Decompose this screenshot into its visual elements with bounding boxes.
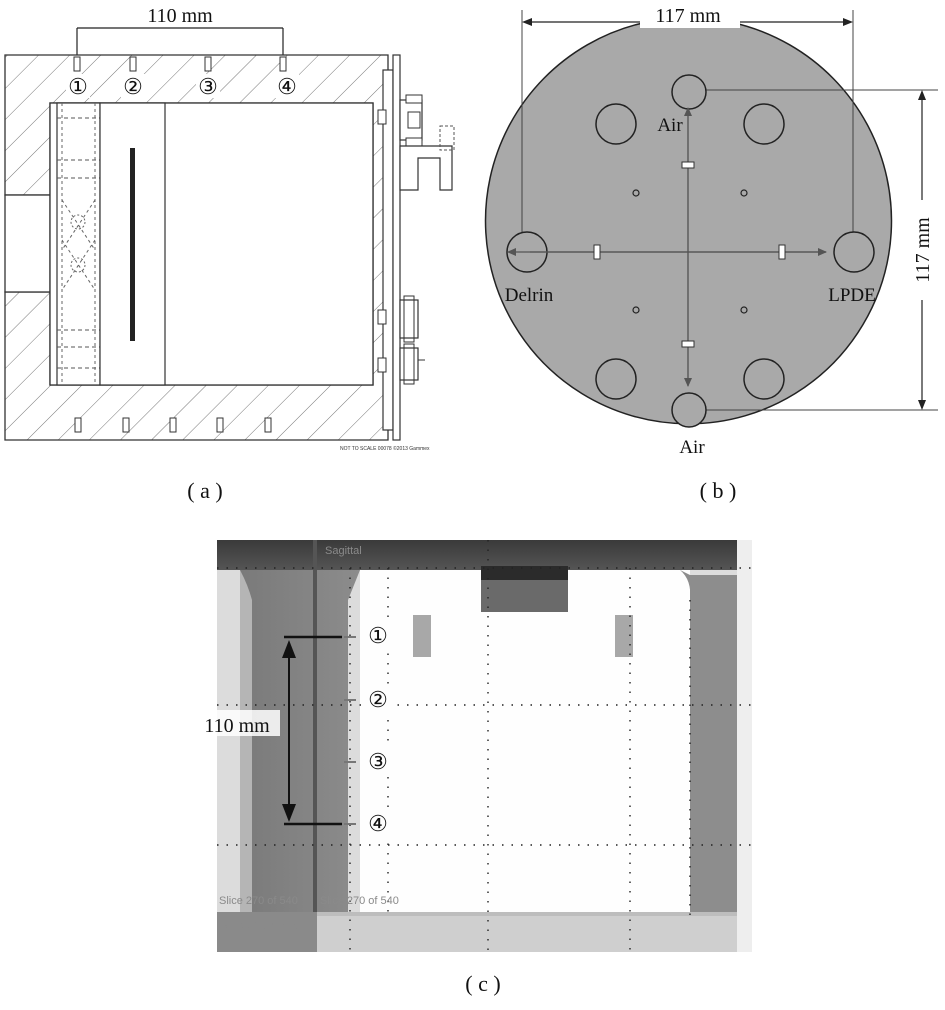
- panel-b: 117 mm 117 mm: [484, 5, 938, 503]
- housing-opening: [4, 194, 51, 293]
- panel-c-marker-1: ①: [368, 623, 388, 648]
- panel-a-markers: ① ② ③ ④: [66, 74, 299, 99]
- ct-top-bar: [217, 540, 737, 570]
- top-holes: [73, 56, 287, 72]
- panel-c: Sagittal Slice 270 of 540 Slice 270 of 5…: [190, 540, 752, 996]
- panel-b-dimension-top-label: 117 mm: [655, 5, 721, 27]
- panel-b-holes: [506, 74, 875, 428]
- panel-a-marker-1: ①: [68, 74, 88, 99]
- ct-slice-bottom: Slice 261 of 528: [220, 920, 299, 932]
- panel-b-dimension-right-label: 117 mm: [912, 217, 934, 283]
- insert-column: [56, 102, 101, 386]
- ct-view-label: Sagittal: [325, 545, 362, 557]
- panel-a-marker-3: ③: [198, 74, 218, 99]
- panel-b-label-lpde: LPDE: [828, 285, 876, 306]
- middle-section: [99, 102, 166, 386]
- ct-slice-left: Slice 270 of 540: [219, 895, 298, 907]
- panel-a-marker-2: ②: [123, 74, 143, 99]
- ct-left-wall: [240, 570, 360, 916]
- ct-insert-right: [615, 615, 633, 657]
- panel-b-crosshair: [507, 107, 827, 387]
- panel-a: 110 mm: [4, 5, 455, 503]
- panel-b-tick-blocks: [593, 161, 786, 348]
- ct-marker-ticks: [344, 636, 356, 825]
- panel-a-dimension: 110 mm: [76, 5, 284, 56]
- panel-a-marker-4: ④: [277, 74, 297, 99]
- panel-b-dimension-top: 117 mm: [522, 5, 853, 28]
- ct-slice-mid: Slice 270 of 540: [320, 895, 399, 907]
- ct-dimension: 110 mm: [190, 635, 342, 826]
- panel-c-marker-4: ④: [368, 811, 388, 836]
- bottom-holes: [74, 417, 272, 433]
- mounting-plate: [377, 54, 455, 441]
- panel-c-marker-2: ②: [368, 687, 388, 712]
- center-rod: [130, 148, 135, 341]
- panel-b-label-air-top: Air: [657, 115, 683, 136]
- panel-c-caption: ( c ): [465, 971, 500, 996]
- panel-c-dimension-label: 110 mm: [204, 715, 270, 737]
- panel-b-label-delrin: Delrin: [505, 285, 554, 306]
- ct-insert-left: [413, 615, 431, 657]
- panel-a-caption: ( a ): [187, 478, 222, 503]
- panel-b-label-air-bottom: Air: [679, 437, 705, 458]
- panel-c-markers: ① ② ③ ④: [365, 622, 393, 838]
- panel-a-tiny-note: NOT TO SCALE 00078 ©2013 Gammex: [340, 445, 430, 452]
- ct-right-wall: [690, 575, 737, 916]
- panel-b-dimension-right: 117 mm: [911, 90, 934, 410]
- panel-c-marker-3: ③: [368, 749, 388, 774]
- panel-a-dimension-label: 110 mm: [147, 5, 213, 27]
- panel-b-small-dots: [632, 189, 748, 314]
- panel-b-caption: ( b ): [700, 478, 737, 503]
